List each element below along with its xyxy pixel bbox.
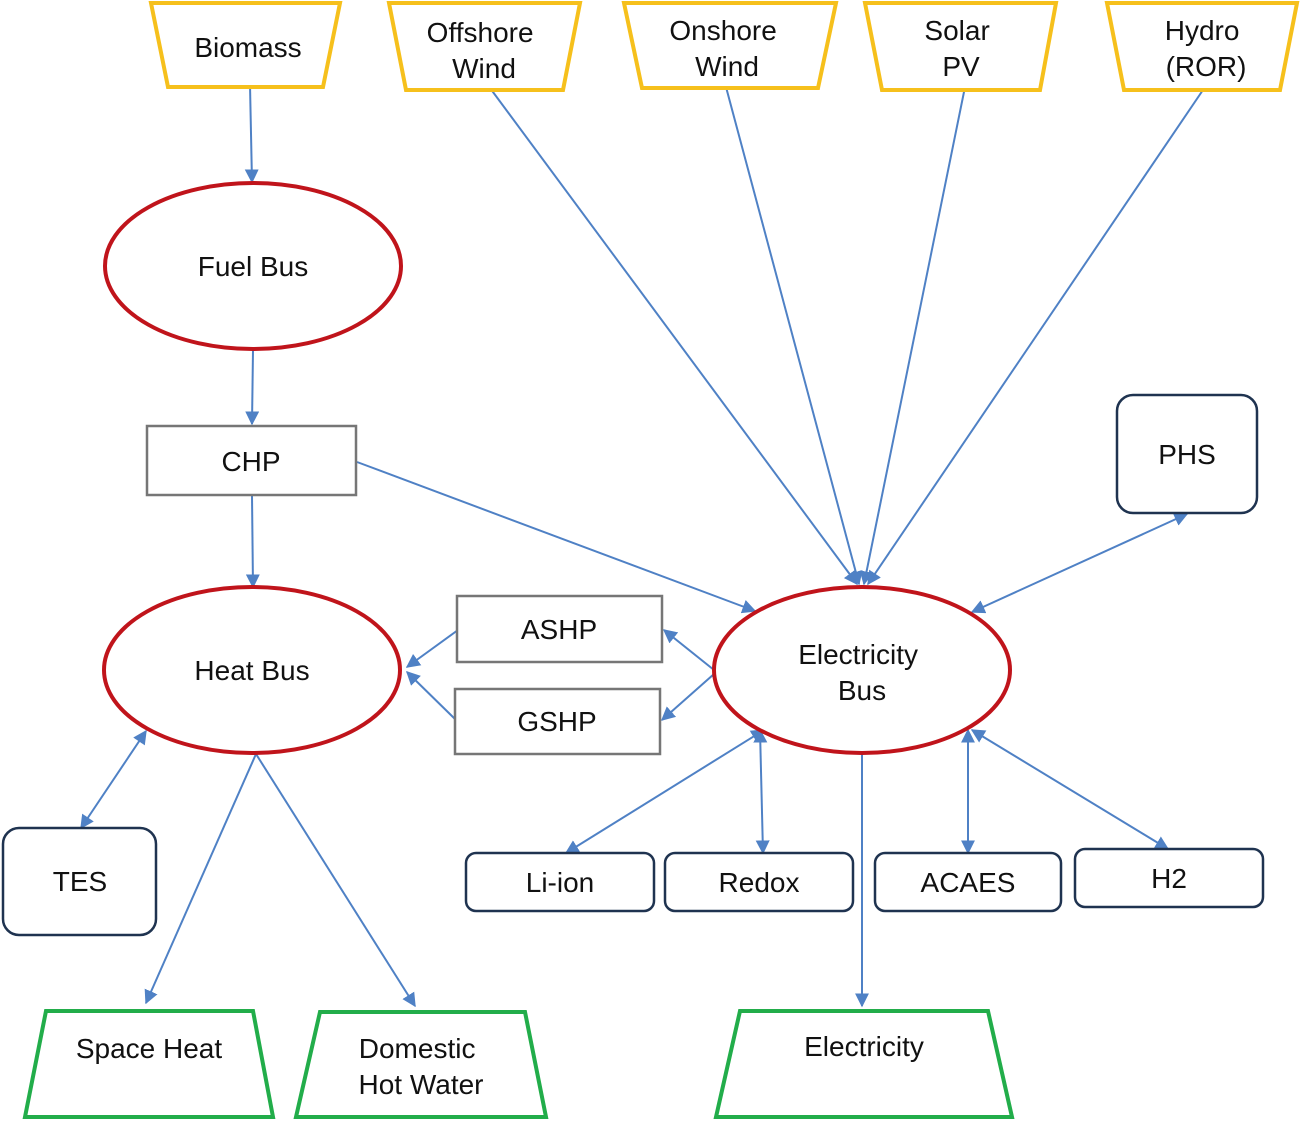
svg-text:Heat Bus: Heat Bus — [194, 655, 309, 686]
edge-electricitybus-h2 — [970, 729, 1170, 850]
storage-phs: PHS — [1115, 393, 1259, 515]
edges — [80, 84, 1206, 1008]
storage-redox-label: Redox — [719, 867, 800, 898]
storage-h2-label: H2 — [1151, 863, 1187, 894]
edge-heatbus-tes — [80, 729, 147, 830]
svg-text:GSHP: GSHP — [517, 706, 596, 737]
svg-text:ACAES: ACAES — [921, 867, 1016, 898]
bus-heat: Heat Bus — [102, 585, 402, 755]
edge-heatbus-spaceheat — [144, 753, 257, 1005]
svg-text:Biomass: Biomass — [194, 32, 301, 63]
edge-fuelbus-chp — [245, 349, 260, 426]
edge-hydro-electricitybus — [867, 86, 1206, 586]
storage-li-ion: Li-ion — [464, 851, 656, 913]
storage-acaes: ACAES — [873, 851, 1063, 913]
edge-electricitybus-gshp — [660, 673, 715, 721]
storage-tes: TES — [1, 826, 158, 937]
svg-text:Onshore Wind: Onshore Wind — [669, 15, 784, 82]
edge-biomass-fuelbus — [244, 84, 259, 184]
sink-domestic-hot-water: Domestic Hot Water — [293, 1010, 549, 1119]
svg-text:ASHP: ASHP — [521, 614, 597, 645]
edge-chp-heatbus — [245, 495, 260, 589]
source-offshore-wind: Offshore Wind — [386, 1, 583, 92]
edge-chp-electricitybus — [356, 461, 757, 614]
edge-gshp-heatbus — [405, 671, 457, 721]
converter-chp: CHP — [145, 424, 358, 497]
sink-space-heat: Space Heat — [22, 1009, 276, 1119]
svg-text:Electricity Bus: Electricity Bus — [798, 639, 926, 706]
edge-heatbus-domestichotwater — [255, 753, 416, 1008]
svg-text:Electricity: Electricity — [804, 1031, 924, 1062]
source-hydro-ror-label-line2: (ROR) — [1166, 51, 1247, 82]
sink-electricity: Electricity — [713, 1009, 1015, 1119]
bus-heat-label: Heat Bus — [194, 655, 309, 686]
svg-text:H2: H2 — [1151, 863, 1187, 894]
source-biomass: Biomass — [148, 1, 343, 89]
bus-electricity-label-line2: Bus — [838, 675, 886, 706]
source-solar-pv-label-line2: PV — [942, 51, 980, 82]
edge-solarpv-electricitybus — [859, 86, 966, 586]
svg-text:Offshore Wind: Offshore Wind — [427, 17, 542, 84]
svg-text:Redox: Redox — [719, 867, 800, 898]
svg-text:Li-ion: Li-ion — [526, 867, 594, 898]
source-onshore-wind-label-line2: Wind — [695, 51, 759, 82]
svg-text:PHS: PHS — [1158, 439, 1216, 470]
storage-tes-label: TES — [53, 866, 107, 897]
converter-gshp-label: GSHP — [517, 706, 596, 737]
storage-h2: H2 — [1073, 847, 1265, 909]
source-onshore-wind: Onshore Wind — [621, 0, 839, 90]
converter-ashp: ASHP — [455, 594, 664, 664]
converter-gshp: GSHP — [453, 687, 662, 756]
bus-electricity-label-line1: Electricity — [798, 639, 918, 670]
svg-text:CHP: CHP — [221, 446, 280, 477]
edge-electricitybus-phs — [970, 512, 1189, 614]
sink-domestic-hot-water-label-line1: Domestic — [359, 1033, 476, 1064]
edge-electricitybus-ashp — [662, 629, 715, 671]
bus-fuel-label: Fuel Bus — [198, 251, 309, 282]
source-offshore-wind-label-line1: Offshore — [427, 17, 534, 48]
source-biomass-label: Biomass — [194, 32, 301, 63]
edge-electricitybus-redox — [753, 728, 770, 855]
storage-phs-label: PHS — [1158, 439, 1216, 470]
sink-domestic-hot-water-label-line2: Hot Water — [359, 1069, 484, 1100]
bus-electricity: Electricity Bus — [712, 585, 1012, 755]
converter-ashp-label: ASHP — [521, 614, 597, 645]
source-offshore-wind-label-line2: Wind — [452, 53, 516, 84]
edge-electricitybus-liion — [564, 729, 766, 854]
svg-text:Domestic Hot Water: Domestic Hot Water — [359, 1033, 484, 1100]
storage-li-ion-label: Li-ion — [526, 867, 594, 898]
bus-fuel: Fuel Bus — [103, 181, 403, 351]
sink-electricity-label: Electricity — [804, 1031, 924, 1062]
storage-acaes-label: ACAES — [921, 867, 1016, 898]
svg-text:Solar PV: Solar PV — [924, 15, 997, 82]
source-solar-pv: Solar PV — [862, 1, 1059, 92]
converter-chp-label: CHP — [221, 446, 280, 477]
source-hydro-ror: Hydro (ROR) — [1104, 1, 1300, 92]
svg-text:Space Heat: Space Heat — [76, 1033, 223, 1064]
storage-redox: Redox — [663, 851, 855, 913]
source-solar-pv-label-line1: Solar — [924, 15, 989, 46]
source-onshore-wind-label-line1: Onshore — [669, 15, 776, 46]
svg-text:TES: TES — [53, 866, 107, 897]
svg-text:Fuel Bus: Fuel Bus — [198, 251, 309, 282]
edge-onshorewind-electricitybus — [725, 86, 863, 586]
source-hydro-ror-label-line1: Hydro — [1165, 15, 1240, 46]
edge-offshorewind-electricitybus — [489, 87, 858, 586]
sink-space-heat-label: Space Heat — [76, 1033, 223, 1064]
svg-text:Hydro (ROR): Hydro (ROR) — [1165, 15, 1247, 82]
edge-ashp-heatbus — [405, 629, 459, 668]
